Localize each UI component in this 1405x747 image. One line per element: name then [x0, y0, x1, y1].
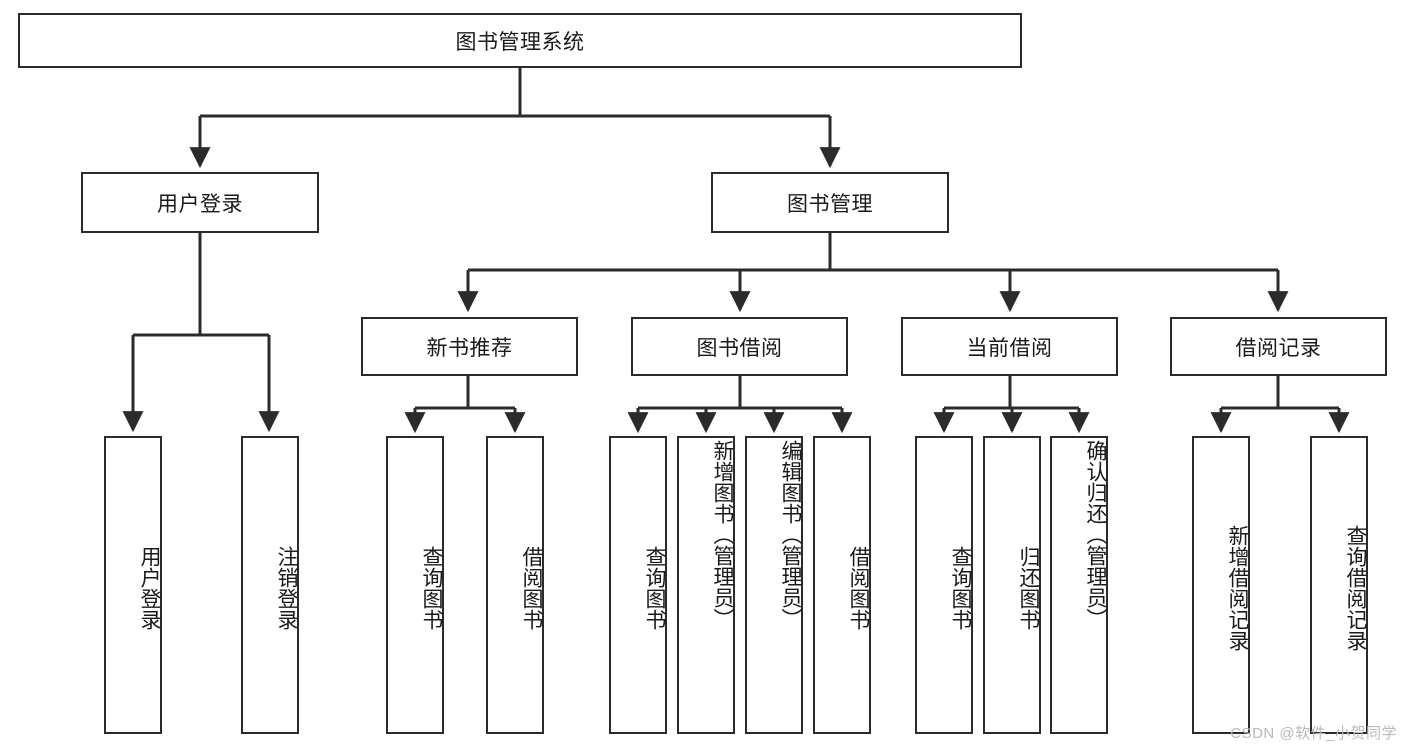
node-label: 图书借阅 [696, 336, 783, 360]
node-label: 编辑图书（管理员） [779, 440, 802, 629]
node-label: 借阅图书 [847, 546, 870, 630]
node-label: 借阅记录 [1235, 336, 1322, 360]
node-label: 新增图书（管理员） [711, 440, 734, 629]
node-label: 新增借阅记录 [1226, 525, 1249, 651]
leaf-add-borrow-record[interactable]: 新增借阅记录 [1192, 436, 1250, 734]
leaf-logout-login[interactable]: 注销登录 [241, 436, 299, 734]
node-new-book-recommend[interactable]: 新书推荐 [361, 317, 578, 376]
node-label: 归还图书 [1017, 546, 1040, 630]
leaf-edit-book-admin[interactable]: 编辑图书（管理员） [745, 436, 803, 734]
node-label: 注销登录 [275, 546, 298, 630]
node-user-login[interactable]: 用户登录 [81, 172, 319, 233]
leaf-query-book-1[interactable]: 查询图书 [386, 436, 444, 734]
node-borrow-record[interactable]: 借阅记录 [1170, 317, 1387, 376]
leaf-query-book-2[interactable]: 查询图书 [609, 436, 667, 734]
node-current-borrow[interactable]: 当前借阅 [901, 317, 1118, 376]
node-label: 确认归还（管理员） [1084, 440, 1107, 629]
leaf-query-borrow-record[interactable]: 查询借阅记录 [1310, 436, 1368, 734]
node-label: 查询借阅记录 [1344, 525, 1367, 651]
leaf-add-book-admin[interactable]: 新增图书（管理员） [677, 436, 735, 734]
node-label: 当前借阅 [966, 336, 1053, 360]
node-label: 用户登录 [157, 192, 243, 216]
node-label: 图书管理 [787, 192, 873, 216]
csdn-watermark: CSDN @软件_小贺同学 [1230, 725, 1397, 742]
leaf-query-book-3[interactable]: 查询图书 [915, 436, 973, 734]
leaf-return-book[interactable]: 归还图书 [983, 436, 1041, 734]
leaf-user-login[interactable]: 用户登录 [104, 436, 162, 734]
node-label: 查询图书 [643, 546, 666, 630]
leaf-borrow-book-2[interactable]: 借阅图书 [813, 436, 871, 734]
node-label: 用户登录 [138, 546, 161, 630]
leaf-confirm-return-admin[interactable]: 确认归还（管理员） [1050, 436, 1108, 734]
node-book-borrow[interactable]: 图书借阅 [631, 317, 848, 376]
node-label: 查询图书 [949, 546, 972, 630]
node-label: 查询图书 [420, 546, 443, 630]
node-label: 新书推荐 [426, 336, 513, 360]
node-book-management-system[interactable]: 图书管理系统 [18, 13, 1022, 68]
node-label: 图书管理系统 [455, 30, 585, 54]
node-label: 借阅图书 [520, 546, 543, 630]
node-book-manage[interactable]: 图书管理 [711, 172, 949, 233]
leaf-borrow-book-1[interactable]: 借阅图书 [486, 436, 544, 734]
